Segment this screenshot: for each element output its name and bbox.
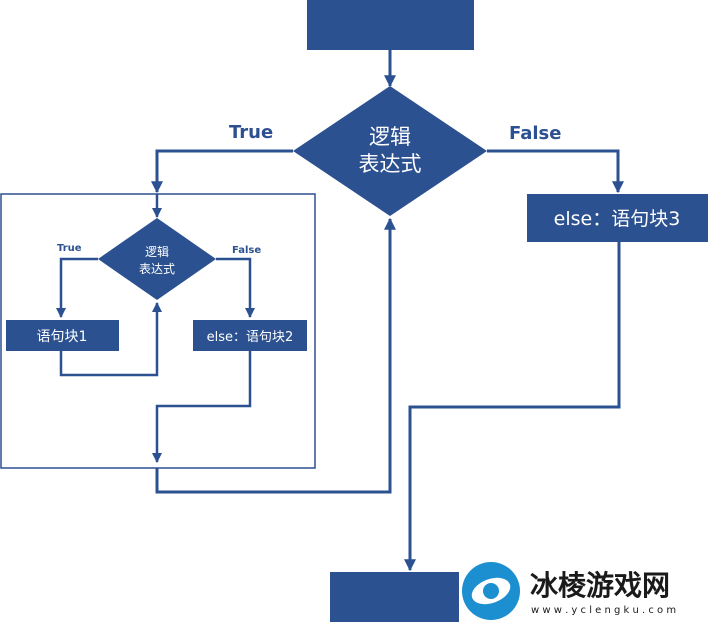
inner-false-label: False — [232, 245, 261, 256]
end-box — [330, 572, 459, 622]
outer-false-label: False — [509, 123, 561, 144]
edge-inner-exit-loop — [155, 217, 396, 494]
outer-true-label: True — [229, 122, 273, 143]
start-box — [307, 0, 474, 50]
inner-condition-diamond — [98, 218, 216, 300]
edge-else2-down — [152, 351, 252, 463]
watermark-brand: 冰棱游戏网 — [530, 569, 670, 602]
watermark-logo-icon — [462, 562, 520, 620]
outer-condition-diamond — [293, 86, 487, 216]
inner-condition-line2: 表达式 — [139, 262, 175, 276]
else-block-3-label: else：语句块3 — [554, 208, 681, 230]
inner-true-label: True — [57, 243, 82, 254]
inner-condition-line1: 逻辑 — [145, 245, 169, 259]
outer-condition-line1: 逻辑 — [369, 125, 411, 149]
else-block-2 — [193, 320, 307, 351]
edge-block1-loop — [59, 302, 162, 377]
edge-inner-false — [216, 257, 255, 318]
edge-else3-to-end — [404, 242, 621, 572]
watermark-url: w w w . y c l e n g k u . c o m — [531, 605, 676, 616]
edge-inner-true — [56, 257, 98, 318]
edge-outer-false — [487, 149, 624, 194]
else-block-2-label: else：语句块2 — [207, 330, 294, 345]
outer-condition-line2: 表达式 — [359, 152, 422, 176]
block-1 — [6, 320, 119, 351]
edge-outer-true — [151, 149, 293, 194]
else-block-3 — [527, 194, 708, 242]
block-1-label: 语句块1 — [37, 329, 88, 345]
